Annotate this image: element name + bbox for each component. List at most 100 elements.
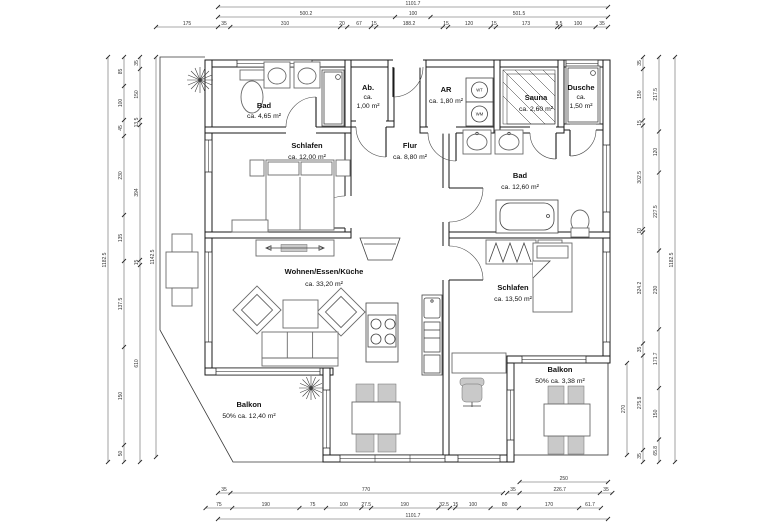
dim-top-inner-10: 173: [522, 21, 531, 27]
dim-right-inner-5: 324.2: [637, 282, 643, 295]
dim-right-inner-7: 275.8: [637, 396, 643, 409]
dim-top-inner-5: 15: [371, 21, 377, 27]
coffee-table: [282, 299, 319, 329]
bed-schlafen1: [249, 159, 351, 231]
balcony-table-right: [543, 385, 591, 455]
dim-top-inner-6: 188.2: [403, 21, 416, 27]
dim-left-seg-1: 100: [118, 99, 124, 108]
dim-top-total: 1101.7: [406, 1, 421, 7]
windows: [204, 59, 611, 463]
room-balkon2-area: 50% ca. 3,38 m²: [535, 378, 585, 385]
room-flur-area: ca. 8,80 m²: [393, 154, 428, 161]
dim-right-outer-2: 227.5: [653, 205, 659, 218]
dim-bottom-row2-5: 190: [401, 502, 410, 508]
dining-table: [351, 383, 401, 453]
room-dusche-l2: ca.: [576, 94, 585, 101]
dim-left-seg-5: 137.5: [118, 298, 124, 311]
terrace-table-left: [165, 233, 199, 307]
balcony-right-outline: [513, 362, 609, 456]
dimensions-bottom: 35 770 250 35 226.7 35 75 190 75 100 27.…: [203, 476, 615, 522]
dim-bottom-row2-8: 100: [469, 502, 478, 508]
room-balkon1-area: 50% ca. 12,40 m²: [222, 413, 276, 420]
room-sauna-name: Sauna: [525, 93, 548, 102]
office-chair: [459, 377, 485, 407]
dim-left-inner-5: 610: [134, 359, 140, 368]
room-ar-area: ca. 1,80 m²: [429, 98, 464, 105]
fixtures: WT WM: [239, 61, 601, 238]
window-schlafen2-south: [521, 355, 587, 364]
desk: [451, 352, 507, 374]
dim-top-inner-3: 20: [339, 21, 345, 27]
dim-left-seg-0: 85: [118, 69, 124, 75]
dim-right-outer-0: 217.5: [653, 88, 659, 101]
kitchen-island: [365, 302, 399, 363]
dim-right-inner-8: 35: [637, 453, 643, 459]
window-desk-south: [457, 454, 501, 463]
dim-left-inner-2: 13.5: [134, 117, 140, 127]
dim-bottom-row1-1: 770: [362, 487, 371, 493]
dim-bottom-row2-7: 15: [453, 502, 459, 508]
dim-left-seg-6: 150: [118, 392, 124, 401]
bed-schlafen2: [532, 242, 573, 313]
window-schlafen2-east: [602, 251, 611, 343]
window-wohnen-west: [204, 251, 213, 343]
sauna-interior: [502, 69, 556, 125]
dim-left-seg-7: 50: [118, 451, 124, 457]
armchair-right: [316, 287, 366, 337]
dim-bottom-row2-6: 32.5: [439, 502, 449, 508]
room-dusche-l3: 1,50 m²: [569, 103, 593, 110]
sink-bad2-right: [494, 129, 524, 155]
dim-top-inner-2: 310: [281, 21, 290, 27]
toilet-bad1: [239, 69, 265, 114]
dim-bottom-row1-3: 226.7: [553, 487, 566, 493]
room-ab-l3: 1,00 m²: [356, 103, 380, 110]
dim-right-inner-6: 35: [637, 347, 643, 353]
armchair-left: [232, 285, 282, 335]
dim-left-seg-3: 230: [118, 171, 124, 180]
dim-right-balcony: 270: [621, 405, 627, 414]
dim-bottom-row1-2: 35: [510, 487, 516, 493]
room-bad1-area: ca. 4,65 m²: [247, 113, 282, 120]
room-ar-name: AR: [441, 85, 452, 94]
dim-bottom-row1-0: 35: [221, 487, 227, 493]
dim-top-mid-0: 500.2: [300, 11, 313, 17]
dim-bottom-row2-9: 80: [502, 502, 508, 508]
dim-left-inner-total: 1142.5: [150, 249, 156, 264]
room-balkon2-name: Balkon: [547, 365, 572, 374]
lowboard-schlafen1: [231, 219, 269, 233]
door-dusche: [569, 123, 597, 157]
room-bad2-area: ca. 12,60 m²: [501, 184, 540, 191]
sofa: [261, 331, 339, 367]
sideboard-tv: [255, 239, 335, 257]
bathtub: [495, 199, 559, 234]
dim-top-inner-1: 35: [221, 21, 227, 27]
dim-top-mid-2: 501.5: [513, 11, 526, 17]
room-wohnen-area: ca. 33,20 m²: [305, 281, 344, 288]
dim-bottom-row1-4: 35: [603, 487, 609, 493]
toilet-bad2: [570, 209, 590, 238]
doors: [285, 59, 597, 281]
dim-right-outer-1: 120: [653, 148, 659, 157]
dim-left-inner-4: 15: [134, 260, 140, 266]
dim-bottom-right-total: 250: [560, 476, 569, 482]
kitchen-tall-unit: [359, 237, 401, 261]
dimensions-top: 1101.7 500.2 100 501.5 175 35 310 20 67 …: [153, 1, 611, 30]
dim-left-inner-3: 394: [134, 188, 140, 197]
door-ab: [355, 120, 387, 158]
dim-bottom-row2-3: 100: [340, 502, 349, 508]
room-schlafen1-name: Schlafen: [291, 141, 323, 150]
dim-bottom-row2-11: 61.7: [585, 502, 595, 508]
dim-top-inner-7: 15: [443, 21, 449, 27]
dim-bottom-row2-10: 170: [545, 502, 554, 508]
dim-top-inner-11: 8.5: [556, 21, 563, 27]
door-bad1: [285, 96, 317, 134]
door-sauna: [529, 126, 557, 160]
dim-left-outer-total: 1182.5: [102, 252, 108, 267]
dim-right-inner-0: 35: [637, 60, 643, 66]
room-dusche-name: Dusche: [567, 83, 594, 92]
room-balkon1-name: Balkon: [236, 400, 261, 409]
room-bad1-name: Bad: [257, 101, 272, 110]
dim-bottom-row2-0: 75: [216, 502, 222, 508]
washer-tower: WT WM: [465, 77, 494, 127]
